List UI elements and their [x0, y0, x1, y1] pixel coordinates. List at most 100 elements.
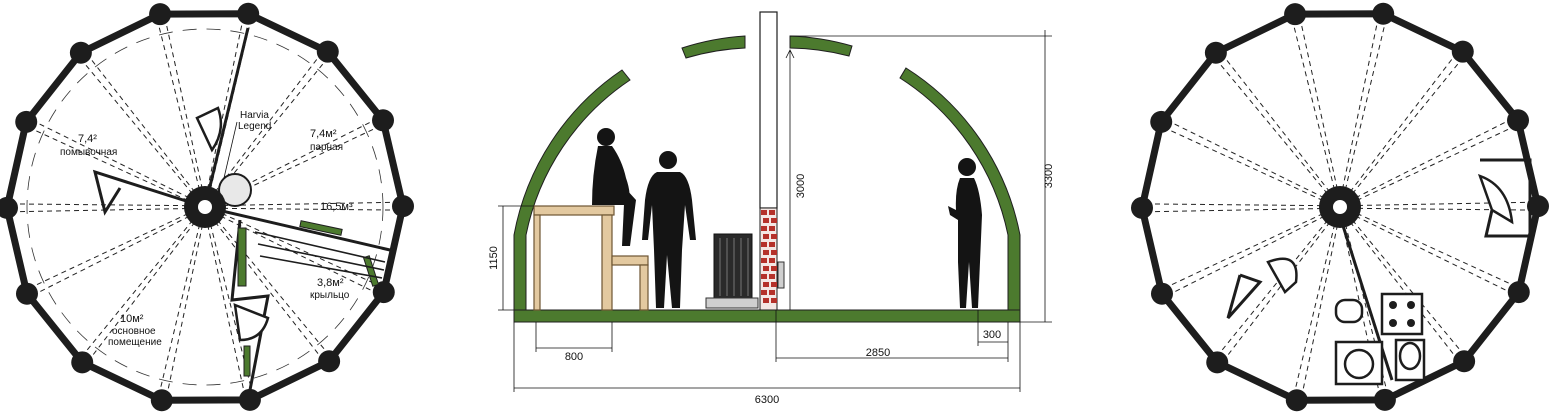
bench-green-3	[243, 345, 251, 377]
brick	[761, 258, 767, 263]
wall-post	[71, 351, 94, 374]
porch-stairs	[254, 231, 386, 279]
brick	[761, 242, 767, 247]
roof-rib	[25, 205, 205, 291]
roof-rib	[1213, 205, 1340, 361]
wall-post	[69, 41, 92, 64]
roof-rib	[1142, 207, 1341, 213]
roof-rib	[77, 54, 205, 209]
brick	[761, 210, 767, 215]
floor-slab	[513, 309, 1021, 323]
burner-icon	[1407, 319, 1415, 327]
washing-drum-icon	[1343, 348, 1375, 380]
stove-base	[705, 297, 759, 309]
brick	[761, 274, 767, 279]
brick	[769, 226, 775, 231]
wall-post	[0, 196, 18, 219]
partition-north	[203, 27, 250, 208]
wall-post	[316, 40, 339, 63]
roof-rib	[1338, 48, 1461, 207]
wall-post	[1150, 282, 1173, 305]
roof-rib	[84, 207, 207, 366]
bench-green-1	[237, 227, 247, 287]
brick	[769, 274, 775, 279]
roof-rib	[1162, 117, 1341, 207]
chimney-hole	[198, 200, 212, 214]
wall-post	[1507, 281, 1530, 304]
roof-rib	[78, 205, 205, 361]
brick	[769, 210, 775, 215]
wall-post	[372, 109, 395, 132]
brick	[761, 226, 767, 231]
porch-label: крыльцо	[310, 290, 350, 301]
brick	[771, 218, 777, 223]
roof-rib	[1212, 54, 1340, 209]
porch-area-label: 3,8м²	[317, 277, 344, 289]
door-steam-room	[195, 106, 223, 153]
floor-plan-right	[1131, 2, 1549, 412]
lower-bench-leg	[639, 264, 649, 311]
sink-icon	[1334, 298, 1364, 324]
arch-left	[513, 69, 631, 311]
wall-post	[15, 110, 38, 133]
person-standing-right	[948, 158, 982, 308]
wash-area-label: 7,4²	[78, 133, 97, 145]
wall-post	[1526, 195, 1549, 218]
dim-bench-width: 800	[565, 351, 583, 363]
dim-chimney-height: 3000	[795, 174, 807, 198]
wall-post	[1373, 388, 1396, 411]
cooktop-icon	[1380, 292, 1424, 336]
inner-ring	[26, 28, 384, 386]
main-area-label: 10м²	[120, 313, 144, 325]
wall-post	[1451, 40, 1474, 63]
main-room-label-2: помещение	[108, 337, 162, 348]
burner-icon	[1407, 301, 1415, 309]
brick	[763, 298, 769, 303]
roof-rib	[1298, 13, 1342, 207]
roof-rib	[203, 207, 247, 401]
wall-post	[1285, 389, 1308, 412]
roof-rib	[1290, 14, 1340, 208]
wall-post	[1150, 110, 1173, 133]
wall-post	[391, 195, 414, 218]
volume-label: 16,5м³	[320, 201, 353, 213]
dim-chimney-line	[785, 49, 795, 310]
roof-rib	[163, 13, 207, 207]
brick	[769, 242, 775, 247]
roof-rib	[1339, 116, 1517, 207]
wall-posts	[0, 2, 414, 412]
wall-post	[238, 388, 261, 411]
partition-right-east	[1480, 158, 1532, 238]
stove-brand-label: Harvia	[240, 110, 269, 121]
roof-rib	[83, 49, 207, 207]
roof-rib	[205, 205, 386, 289]
stove-icon	[218, 173, 252, 207]
roof-rib	[1159, 125, 1340, 209]
dim-total-width-line	[513, 322, 1021, 392]
main-room-label-1: основное	[112, 326, 156, 337]
brick	[771, 266, 777, 271]
roof-rib	[1338, 12, 1380, 207]
dim-bench-height: 1150	[488, 246, 500, 270]
wall-post	[237, 2, 260, 25]
wall-post	[318, 350, 341, 373]
brick	[763, 266, 769, 271]
roof-rib	[205, 205, 333, 360]
brick-stack	[759, 207, 778, 311]
roof-rib	[1163, 207, 1341, 298]
upper-bench-seat	[533, 205, 615, 216]
wall-post	[149, 3, 172, 26]
roof-rib	[1340, 205, 1468, 360]
steam-area-label: 7,4м²	[310, 128, 337, 140]
roof-rib	[1340, 205, 1521, 289]
roof-rib	[27, 117, 206, 207]
dim-total-width: 6300	[755, 394, 779, 406]
roof-rib	[1340, 53, 1467, 209]
brick	[771, 234, 777, 239]
steam-room-label: парная	[310, 142, 343, 153]
bench-green-2	[299, 220, 343, 236]
wall-post	[1507, 109, 1530, 132]
roof-rib	[205, 123, 385, 209]
partition-west	[92, 169, 206, 216]
door-main-room	[233, 303, 270, 342]
